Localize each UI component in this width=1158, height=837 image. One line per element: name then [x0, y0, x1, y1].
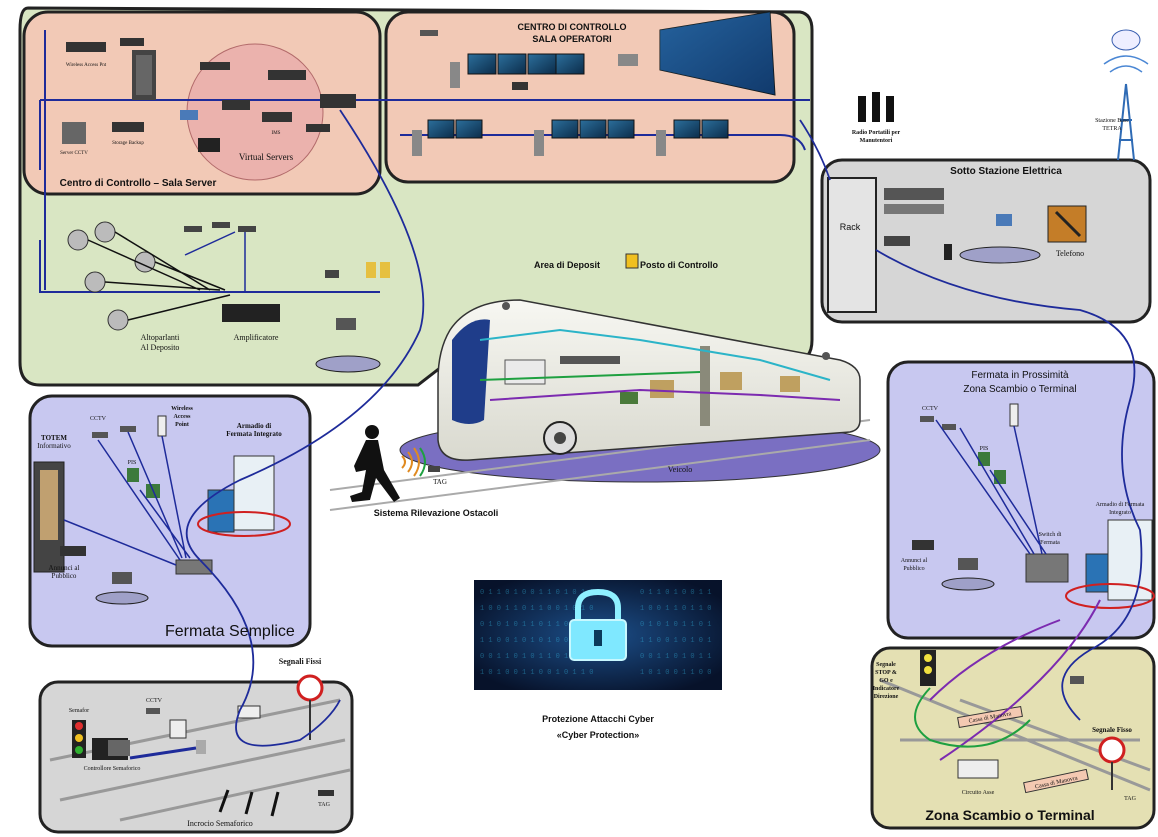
- wap-label-3: Point: [175, 422, 189, 428]
- fiber-cable-right: [799, 119, 1143, 721]
- semaphore-label-3: GO e: [879, 678, 893, 684]
- rack-box: [827, 177, 877, 313]
- substation-devices: [884, 188, 1087, 264]
- wap-label-1: Wireless: [171, 406, 193, 412]
- svg-text:1 0 0 1 1 0 1 1 0 0 1 0 1 0: 1 0 0 1 1 0 1 1 0 0 1 0 1 0: [480, 605, 593, 613]
- cassa-label-1: Cassa di Manovra: [968, 711, 1012, 724]
- substation-panel: [820, 158, 1152, 324]
- switch-zone-panel: [870, 646, 1156, 830]
- depot-area-label: Area di Deposit: [534, 260, 600, 270]
- stop-simple-title: Fermata Semplice: [165, 623, 295, 640]
- radio-label-1: Radio Portatili per: [852, 130, 901, 136]
- terminal-public-label-2: Pubblico: [903, 566, 924, 572]
- server-room-title: Centro di Controllo – Sala Server: [60, 178, 217, 189]
- stop-simple-cctv-label: CCTV: [90, 416, 107, 422]
- crossing-title: Incrocio Semaforico: [187, 819, 253, 828]
- wap-label-2: Access: [174, 414, 192, 420]
- radio-label-2: Manutentori: [860, 138, 893, 144]
- crossing-cctv-label: CCTV: [146, 698, 163, 704]
- tetra-tower: [1103, 29, 1149, 161]
- semaphore-label-1: Segnale: [876, 662, 896, 668]
- fiber-cable-left: [185, 109, 425, 747]
- svg-text:0 1 0 1 0 1 1 0 1: 0 1 0 1 0 1 1 0 1: [640, 621, 711, 629]
- obstacle-detection-label: Sistema Rilevazione Ostacoli: [374, 508, 499, 518]
- node-storage-label: Storage Backup: [112, 141, 144, 146]
- totem-label-2: Informativo: [37, 442, 71, 450]
- circuit-label: Circuito Asse: [962, 790, 995, 796]
- speakers-label-1: Altoparlanti: [141, 333, 180, 342]
- server-room-devices: [62, 38, 356, 152]
- cabinet-label-2: Fermata Integrato: [226, 430, 282, 438]
- cyber-title: Protezione Attacchi Cyber: [542, 714, 654, 724]
- svg-text:0 1 0 1 0 1 1 0 1 1 0 1 0 1: 0 1 0 1 0 1 1 0 1 1 0 1 0 1: [480, 621, 593, 629]
- virtual-servers-label: Virtual Servers: [239, 152, 294, 162]
- operator-room-title-2: SALA OPERATORI: [532, 34, 611, 44]
- node-ims-label: IMS: [272, 131, 281, 136]
- terminal-public-label-1: Annunci al: [901, 558, 928, 564]
- crossing-tag-label: TAG: [318, 802, 331, 808]
- crossing-signal-label: Semafor: [69, 707, 89, 714]
- speakers-label-2: Al Deposito: [141, 343, 180, 352]
- svg-text:0 1 1 0 1 0 0 1 1 0 1 0 1 1: 0 1 1 0 1 0 0 1 1 0 1 0 1 1: [480, 589, 593, 597]
- vehicle-label: Veicolo: [668, 465, 692, 474]
- switch-zone-tag-label: TAG: [1124, 796, 1137, 802]
- operator-room-devices: [412, 11, 776, 156]
- cyber-protection-image: 0 1 1 0 1 0 0 1 1 0 1 0 1 1 1 0 0 1 1 0 …: [474, 580, 722, 690]
- green-cable: [914, 687, 1031, 748]
- fixed-signal-right-label: Segnale Fisso: [1092, 726, 1132, 734]
- amplifier-label: Amplificatore: [234, 333, 279, 342]
- totem-label-1: TOTEM: [41, 434, 67, 442]
- crossing-devices: [49, 698, 351, 822]
- tetra-label-2: TETRA: [1102, 126, 1122, 132]
- terminal-switch-label-2: Fermata: [1040, 540, 1060, 546]
- public-label-1: Annunci al: [49, 564, 80, 572]
- public-label-2: Pubblico: [52, 572, 77, 580]
- svg-text:1 0 1 0 0 1 1 0 0 1 0 1 1 0: 1 0 1 0 0 1 1 0 0 1 0 1 1 0: [480, 669, 593, 677]
- operator-room-title-1: CENTRO DI CONTROLLO: [518, 22, 627, 32]
- purple-cable: [929, 599, 1101, 761]
- svg-text:0 0 1 1 0 1 0 1 1: 0 0 1 1 0 1 0 1 1: [640, 653, 711, 661]
- vehicle-train: [437, 299, 861, 461]
- terminal-cctv-label: CCTV: [922, 406, 939, 412]
- control-post-label: Posto di Controllo: [640, 260, 718, 270]
- crossing-panel: [38, 680, 354, 834]
- stop-terminal-devices: [912, 403, 1155, 609]
- switch-zone-title: Zona Scambio o Terminal: [925, 807, 1094, 823]
- svg-text:0 1 1 0 1 0 0 1 1: 0 1 1 0 1 0 0 1 1: [640, 589, 711, 597]
- pedestrian-silhouette: [350, 425, 400, 502]
- svg-text:1 0 1 0 0 1 1 0 0: 1 0 1 0 0 1 1 0 0: [640, 669, 711, 677]
- depot-devices: [67, 221, 639, 373]
- cyber-subtitle: «Cyber Protection»: [557, 730, 640, 740]
- cassa-label-2: Cassa di Manovra: [1035, 775, 1079, 790]
- radio-handsets: [858, 92, 894, 122]
- terminal-pis-label: PIS: [980, 446, 989, 452]
- semaphore-label-2: STOP &: [875, 670, 897, 676]
- node-server-cctv-label: Server CCTV: [60, 151, 88, 156]
- vehicle-tag-label: TAG: [433, 478, 447, 486]
- svg-text:1 1 0 0 1 0 1 0 1: 1 1 0 0 1 0 1 0 1: [640, 637, 711, 645]
- svg-text:1 1 0 0 1 0 1 0 1 0 0 1 1 0: 1 1 0 0 1 0 1 0 1 0 0 1 1 0: [480, 637, 593, 645]
- node-wireless-label: Wireless Access Pnt: [66, 63, 107, 68]
- terminal-cabinet-label-2: Integrato: [1109, 510, 1131, 516]
- semaphore-label-4: Indicatore: [873, 686, 900, 692]
- svg-text:0 0 1 1 0 1 0 1 1 0 1 0 0 1: 0 0 1 1 0 1 0 1 1 0 1 0 0 1: [480, 653, 593, 661]
- phone-label: Telefono: [1056, 249, 1084, 258]
- stop-terminal-title-2: Zona Scambio o Terminal: [963, 384, 1076, 395]
- stop-simple-devices: [33, 415, 291, 605]
- crossing-controller-label: Controllore Semaforico: [84, 765, 141, 772]
- rack-label: Rack: [840, 222, 861, 232]
- semaphore-label-5: Direzione: [874, 694, 899, 700]
- stop-simple-pis-label: PIS: [128, 460, 137, 466]
- fixed-signals-left-label: Segnali Fissi: [279, 657, 322, 666]
- terminal-cabinet-label-1: Armadio di Fermata: [1096, 502, 1145, 508]
- tetra-label-1: Stazione Base: [1095, 118, 1129, 124]
- stop-terminal-title-1: Fermata in Prossimità: [971, 370, 1069, 381]
- cabinet-label-1: Armadio di: [237, 422, 271, 430]
- svg-text:1 0 0 1 1 0 1 1 0: 1 0 0 1 1 0 1 1 0: [640, 605, 711, 613]
- terminal-switch-label-1: Switch di: [1039, 532, 1062, 538]
- substation-title: Sotto Stazione Elettrica: [950, 166, 1062, 177]
